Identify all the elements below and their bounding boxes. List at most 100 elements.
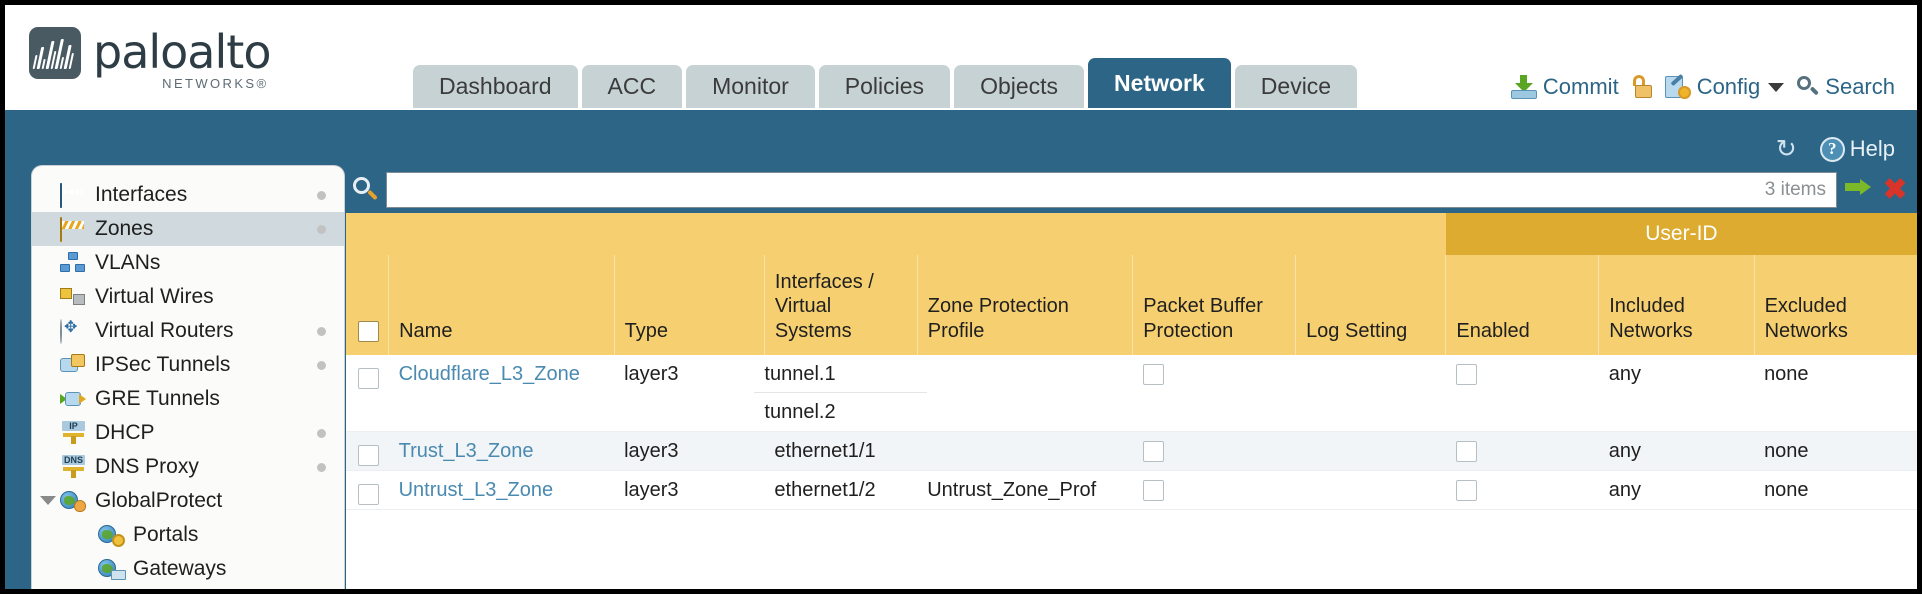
sidebar-item-zones[interactable]: Zones [32,212,344,246]
column-header-type[interactable]: Type [613,255,765,355]
column-header-packet-buffer[interactable]: Packet Buffer Protection [1132,255,1296,355]
paloalto-logo-icon [29,27,81,79]
sidebar-item-gateways[interactable]: Gateways [32,552,344,586]
cell-type: layer3 [614,431,765,471]
search-icon[interactable] [352,176,378,203]
search-input-wrapper[interactable]: 3 items [386,171,1837,208]
cell-log-setting [1295,355,1446,432]
apply-filter-button[interactable] [1845,176,1873,204]
sidebar-item-portals[interactable]: Portals [32,518,344,552]
table-row[interactable]: Trust_L3_Zone layer3 ethernet1/1 [346,431,1917,471]
sidebar-item-label: GRE Tunnels [95,387,220,410]
refresh-icon[interactable]: ↻ [1775,135,1797,163]
column-header-name[interactable]: Name [388,255,615,355]
cell-name: Trust_L3_Zone [388,431,615,471]
config-menu[interactable]: Config [1664,73,1785,100]
sidebar-item-virtual-routers[interactable]: Virtual Routers [32,314,344,348]
status-dot [317,327,326,336]
sidebar-item-dns-proxy[interactable]: DNS DNS Proxy [32,450,344,484]
packet-buffer-checkbox[interactable] [1142,441,1164,463]
clear-filter-button[interactable]: ✖ [1882,173,1908,206]
sub-header-bar: ↻ ? Help [5,108,1917,166]
tab-network[interactable]: Network [1088,58,1231,108]
search-input[interactable] [387,172,1765,207]
tab-dashboard[interactable]: Dashboard [413,65,578,108]
packet-buffer-checkbox[interactable] [1142,480,1164,502]
sidebar-item-globalprotect[interactable]: GlobalProtect [32,484,344,518]
commit-button[interactable]: Commit [1510,74,1619,100]
top-right-actions: Commit Config Search [1510,73,1895,100]
dns-proxy-icon: DNS [60,455,86,478]
table-row[interactable]: Untrust_L3_Zone layer3 ethernet1/2 Untru… [346,470,1917,510]
cell-name: Untrust_L3_Zone [388,470,615,510]
item-count-label: 3 items [1764,178,1826,200]
sidebar-item-gre-tunnels[interactable]: GRE Tunnels [32,382,344,416]
sidebar-item-virtual-wires[interactable]: Virtual Wires [32,280,344,314]
sidebar-item-label: GlobalProtect [95,489,223,512]
brand-name: paloalto [93,25,271,79]
column-header-zone-protection[interactable]: Zone Protection Profile [916,255,1133,355]
commit-label: Commit [1542,74,1619,99]
select-all-header [346,255,389,355]
zone-name-link[interactable]: Untrust_L3_Zone [398,479,554,501]
cell-excluded-networks: none [1754,431,1917,471]
sidebar-item-vlans[interactable]: VLANs [32,246,344,280]
cell-log-setting [1295,470,1446,510]
sidebar-item-interfaces[interactable]: Interfaces [32,178,344,212]
cell-packet-buffer [1132,470,1296,510]
column-header-interfaces[interactable]: Interfaces / Virtual Systems [763,255,918,355]
group-header-userid: User-ID [1445,213,1917,255]
userid-enabled-checkbox[interactable] [1455,441,1477,463]
sidebar-item-dhcp[interactable]: IP DHCP [32,416,344,450]
cell-name: Cloudflare_L3_Zone [388,355,615,432]
zone-name-link[interactable]: Cloudflare_L3_Zone [398,363,580,385]
sidebar-item-ipsec-tunnels[interactable]: IPSec Tunnels [32,348,344,382]
cell-userid-enabled [1445,470,1599,510]
cell-included-networks: any [1598,355,1755,432]
tab-policies[interactable]: Policies [818,65,951,108]
search-label: Search [1825,74,1895,99]
cell-userid-enabled [1445,431,1599,471]
interface-list: tunnel.1 tunnel.2 [754,355,928,431]
sidebar-item-label: Virtual Wires [95,285,214,308]
cell-type: layer3 [614,355,765,432]
column-header-userid-enabled[interactable]: Enabled [1445,255,1599,355]
userid-enabled-checkbox[interactable] [1455,480,1477,502]
tab-device[interactable]: Device [1234,65,1358,108]
content-region: 3 items ✖ [346,166,1917,589]
search-button[interactable]: Search [1797,74,1895,100]
brand-tagline: NETWORKS® [162,76,269,91]
userid-enabled-checkbox[interactable] [1455,364,1477,386]
gre-tunnels-icon [60,388,86,410]
sidebar-item-label: DHCP [95,421,155,444]
interfaces-icon [60,183,86,208]
column-header-excluded-networks[interactable]: Excluded Networks [1753,255,1917,355]
row-checkbox[interactable] [358,445,379,467]
help-icon: ? [1819,136,1845,162]
help-button[interactable]: ? Help [1819,136,1895,162]
row-checkbox[interactable] [358,484,379,506]
list-item: tunnel.2 [764,401,836,423]
ipsec-tunnels-icon [60,354,86,376]
select-all-checkbox[interactable] [358,320,379,342]
unlocked-padlock-icon[interactable] [1632,75,1652,99]
zone-name-link[interactable]: Trust_L3_Zone [398,440,534,462]
zones-icon [60,217,86,242]
sidebar-item-label: Gateways [133,557,227,580]
packet-buffer-checkbox[interactable] [1142,364,1164,386]
tab-monitor[interactable]: Monitor [686,65,815,108]
table-row[interactable]: Cloudflare_L3_Zone layer3 tunnel.1 tunne… [346,355,1917,432]
tab-acc[interactable]: ACC [581,65,683,108]
column-header-log-setting[interactable]: Log Setting [1295,255,1446,355]
cell-excluded-networks: none [1754,470,1917,510]
cell-zone-protection [917,431,1133,471]
status-dot [317,463,326,472]
column-header-included-networks[interactable]: Included Networks [1598,255,1755,355]
row-select-cell [346,431,389,471]
tab-objects[interactable]: Objects [954,65,1085,108]
row-checkbox[interactable] [358,368,379,390]
status-dot [317,429,326,438]
expand-collapse-triangle-icon[interactable] [40,496,56,505]
vlans-icon [60,252,86,274]
filter-bar: 3 items ✖ [346,166,1917,213]
